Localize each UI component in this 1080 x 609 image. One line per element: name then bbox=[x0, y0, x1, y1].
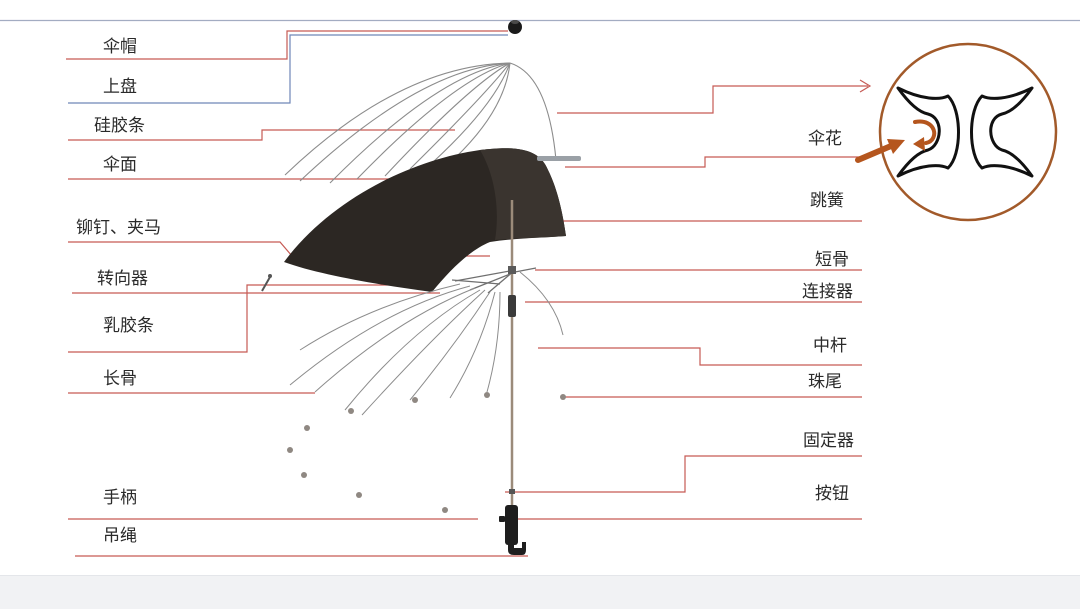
cap-highlight bbox=[511, 20, 519, 24]
leader-line-silicone-strip bbox=[68, 129, 455, 141]
swivel-pin bbox=[261, 274, 272, 292]
tip-bead bbox=[287, 447, 293, 453]
upper-rib bbox=[284, 62, 511, 176]
tip-bead bbox=[304, 425, 310, 431]
label-rivet-clip: 铆钉、夹马 bbox=[76, 218, 161, 238]
label-stretcher: 短骨 bbox=[815, 250, 849, 270]
leader-line-retainer bbox=[505, 455, 862, 493]
label-spring: 跳簧 bbox=[810, 191, 844, 211]
upper-rib bbox=[384, 62, 511, 177]
label-latex-strip: 乳胶条 bbox=[103, 316, 154, 336]
tip-bead bbox=[560, 394, 566, 400]
label-silicone-strip: 硅胶条 bbox=[94, 116, 145, 136]
canopy bbox=[284, 148, 566, 292]
leader-line-inset-callout bbox=[557, 85, 868, 114]
clip-right-piece bbox=[970, 86, 1034, 178]
long-rib bbox=[486, 291, 501, 393]
short-rib bbox=[469, 271, 516, 291]
label-button: 按钮 bbox=[815, 484, 849, 504]
label-retainer: 固定器 bbox=[803, 431, 854, 451]
retainer bbox=[509, 489, 515, 494]
connector bbox=[508, 295, 516, 317]
label-umbrella-cap: 伞帽 bbox=[103, 37, 137, 57]
clip-profile-icon bbox=[896, 86, 1034, 178]
curl-arrow-icon bbox=[913, 119, 937, 151]
leader-line-umbrella-cap bbox=[66, 30, 508, 60]
long-rib bbox=[519, 271, 564, 336]
handle-hook bbox=[508, 540, 526, 555]
upper-rib bbox=[454, 62, 511, 159]
upper-rib bbox=[299, 62, 511, 182]
handle-grip bbox=[505, 505, 518, 545]
short-rib bbox=[514, 267, 537, 273]
long-rib bbox=[361, 289, 486, 416]
inset-detail bbox=[855, 42, 1058, 222]
long-rib bbox=[449, 291, 496, 399]
label-shaft: 中杆 bbox=[813, 336, 847, 356]
long-rib bbox=[344, 289, 481, 411]
long-rib bbox=[314, 287, 476, 393]
upper-rib bbox=[409, 62, 511, 170]
upper-ribs bbox=[284, 62, 557, 184]
chevron-right-icon bbox=[859, 79, 872, 93]
left-leader-lines bbox=[66, 30, 528, 557]
short-ribs bbox=[451, 267, 537, 294]
tip-bead bbox=[442, 507, 448, 513]
top-plate bbox=[537, 156, 581, 161]
leader-line-shaft bbox=[538, 347, 862, 366]
tip-bead bbox=[348, 408, 354, 414]
long-rib bbox=[299, 283, 461, 351]
label-canopy: 伞面 bbox=[103, 155, 137, 175]
long-rib bbox=[289, 285, 471, 386]
handle bbox=[499, 505, 526, 555]
tip-bead bbox=[412, 397, 418, 403]
upper-rib bbox=[509, 62, 557, 161]
label-handle: 手柄 bbox=[103, 488, 137, 508]
leader-line-top-notch bbox=[68, 34, 508, 104]
long-rib bbox=[409, 291, 491, 401]
canopy-shade bbox=[480, 148, 566, 240]
label-top-notch: 上盘 bbox=[103, 77, 137, 97]
open-button bbox=[499, 516, 505, 522]
upper-rib bbox=[356, 62, 511, 180]
footer-band bbox=[0, 576, 1080, 609]
long-ribs bbox=[289, 271, 564, 416]
clip-left-piece bbox=[896, 86, 960, 178]
label-runner-flower: 伞花 bbox=[808, 129, 842, 149]
leader-line-runner-flower bbox=[565, 156, 866, 168]
label-connector: 连接器 bbox=[802, 282, 853, 302]
cap-ball bbox=[508, 20, 522, 34]
inset-circle bbox=[878, 42, 1058, 222]
tip-bead bbox=[301, 472, 307, 478]
short-rib bbox=[454, 269, 516, 282]
label-swivel: 转向器 bbox=[97, 269, 148, 289]
right-leader-lines bbox=[505, 79, 872, 520]
tip-bead bbox=[484, 392, 490, 398]
leader-line-latex-strip bbox=[68, 284, 430, 353]
tip-beads bbox=[287, 392, 566, 513]
upper-rib bbox=[431, 62, 511, 164]
label-tip-bead: 珠尾 bbox=[808, 372, 842, 392]
runner bbox=[508, 266, 516, 274]
tip-bead bbox=[356, 492, 362, 498]
label-long-rib: 长骨 bbox=[103, 369, 137, 389]
short-rib bbox=[451, 279, 501, 285]
umbrella-cap bbox=[508, 20, 522, 34]
upper-rib bbox=[329, 62, 511, 184]
arrow-icon bbox=[855, 139, 905, 163]
label-strap: 吊绳 bbox=[103, 526, 137, 546]
